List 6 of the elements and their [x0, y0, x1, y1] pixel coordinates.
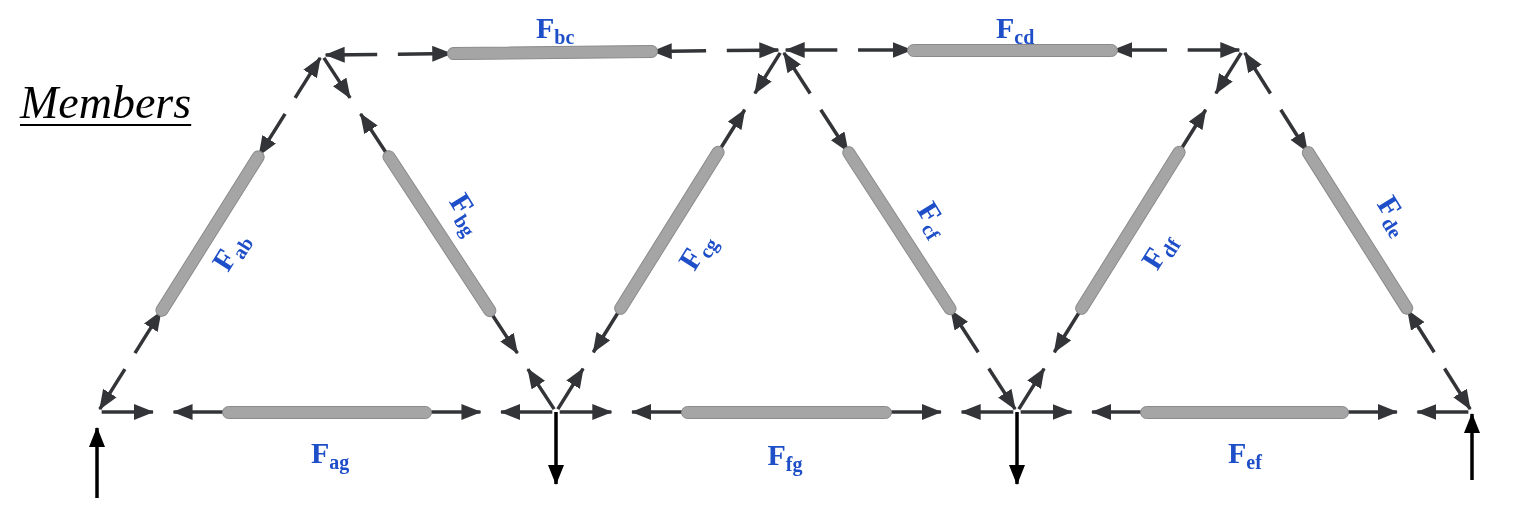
force-label: F$_{fg}$ [767, 440, 803, 474]
heading: Members [20, 78, 192, 129]
force-label: F$_{ef}$ [1228, 438, 1262, 472]
force-label: F$_{bc}$ [536, 13, 575, 47]
force-label: F$_{cd}$ [996, 13, 1035, 47]
force-label: F$_{ag}$ [311, 438, 350, 472]
